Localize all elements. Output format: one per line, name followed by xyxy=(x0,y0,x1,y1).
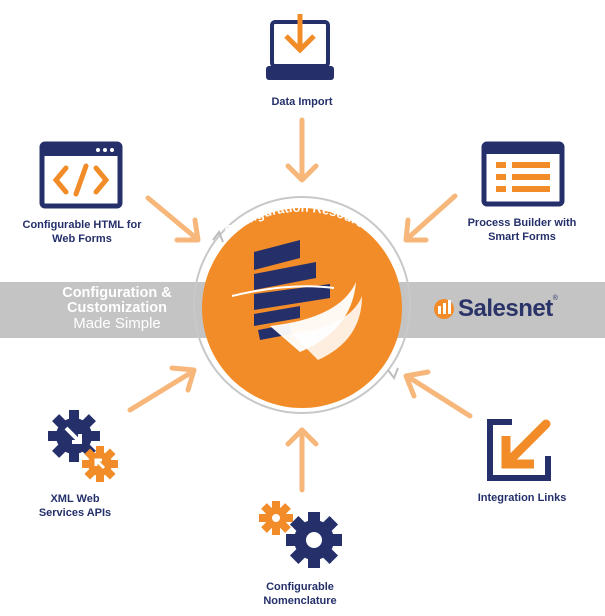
label-data-import: Data Import xyxy=(271,96,333,108)
band-title-line2: Customization xyxy=(67,300,167,316)
center-logo-icon xyxy=(231,240,362,360)
brand-name: Salesnet® xyxy=(458,295,558,322)
arrow-from-integration xyxy=(403,369,473,419)
arrow-from-html-forms xyxy=(145,195,201,243)
ring-arrowhead-right xyxy=(387,367,399,381)
form-list-icon xyxy=(481,141,565,207)
arrow-from-xml-apis xyxy=(127,365,197,413)
center-circle xyxy=(202,208,402,408)
band-title-line3: Made Simple xyxy=(73,315,161,332)
outer-ring xyxy=(193,196,411,414)
arrow-from-data-import xyxy=(285,117,319,183)
arrow-from-process-builder xyxy=(403,193,458,243)
brand-logo: Salesnet® xyxy=(458,294,558,324)
download-icon xyxy=(266,14,334,80)
arrow-from-nomenclature xyxy=(285,427,319,493)
gears-icon xyxy=(259,501,342,568)
code-icon xyxy=(39,141,123,209)
band-title: Configuration & Customization Made Simpl… xyxy=(22,285,212,332)
band-title-line1: Configuration & xyxy=(62,285,172,301)
brand-mark-icon xyxy=(434,299,454,319)
gears-icon xyxy=(48,410,118,482)
arrow-in-icon xyxy=(487,419,551,481)
ring-arrowhead-left xyxy=(212,229,224,243)
label-integration: Integration Links xyxy=(477,492,567,504)
